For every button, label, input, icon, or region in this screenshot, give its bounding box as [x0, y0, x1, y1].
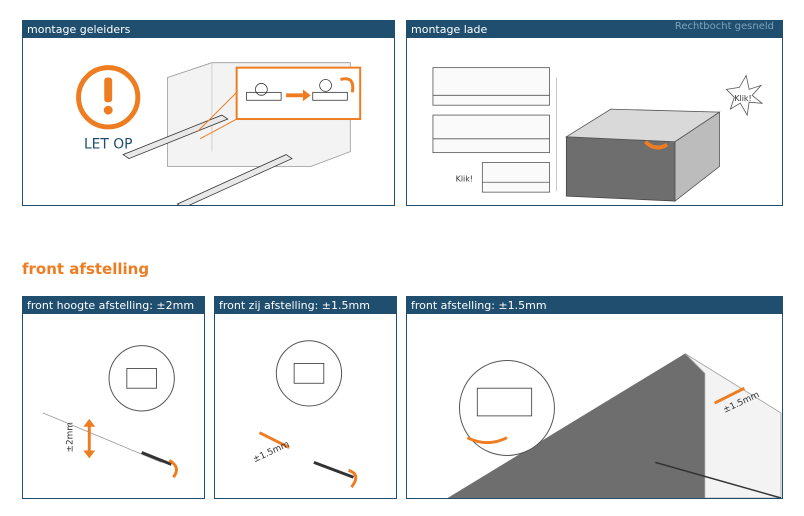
dim-label: ±2mm: [65, 422, 75, 452]
panel-title: front afstelling: ±1.5mm: [407, 297, 782, 314]
header-note: Rechtbocht gesneld: [674, 21, 774, 32]
warning-label: LET OP: [84, 137, 133, 153]
section-title: front afstelling: [22, 260, 150, 278]
panel-title: montage lade: [407, 21, 782, 38]
illustration-rail-mounting: LET OP: [23, 38, 394, 205]
dim-label: ±1.5mm: [252, 440, 292, 466]
panel-front-diepte: front afstelling: ±1.5mm ±1.5mm: [406, 296, 783, 499]
panel-front-zij: front zij afstelling: ±1.5mm ±1.5mm: [214, 296, 397, 499]
click-label: Klik!: [456, 174, 473, 183]
drawer-rail: [122, 114, 293, 205]
warning-icon: [76, 65, 141, 130]
panel-montage-geleiders: montage geleiders LET OP: [22, 20, 395, 206]
illustration-side-adjust: ±1.5mm: [215, 314, 396, 498]
illustration-height-adjust: ±2mm: [23, 314, 204, 498]
panel-montage-lade: montage lade Rechtbocht gesneld Klik! Kl…: [406, 20, 783, 206]
panel-title: montage geleiders: [23, 21, 394, 38]
panel-title: front zij afstelling: ±1.5mm: [215, 297, 396, 314]
step-illustrations: [432, 67, 550, 193]
panel-title: front hoogte afstelling: ±2mm: [23, 297, 204, 314]
illustration-drawer-mounting: Klik! Klik!: [407, 38, 782, 205]
panel-front-hoogte: front hoogte afstelling: ±2mm ±2mm: [22, 296, 205, 499]
click-label-2: Klik!: [734, 94, 751, 103]
illustration-depth-adjust: ±1.5mm: [407, 314, 782, 498]
